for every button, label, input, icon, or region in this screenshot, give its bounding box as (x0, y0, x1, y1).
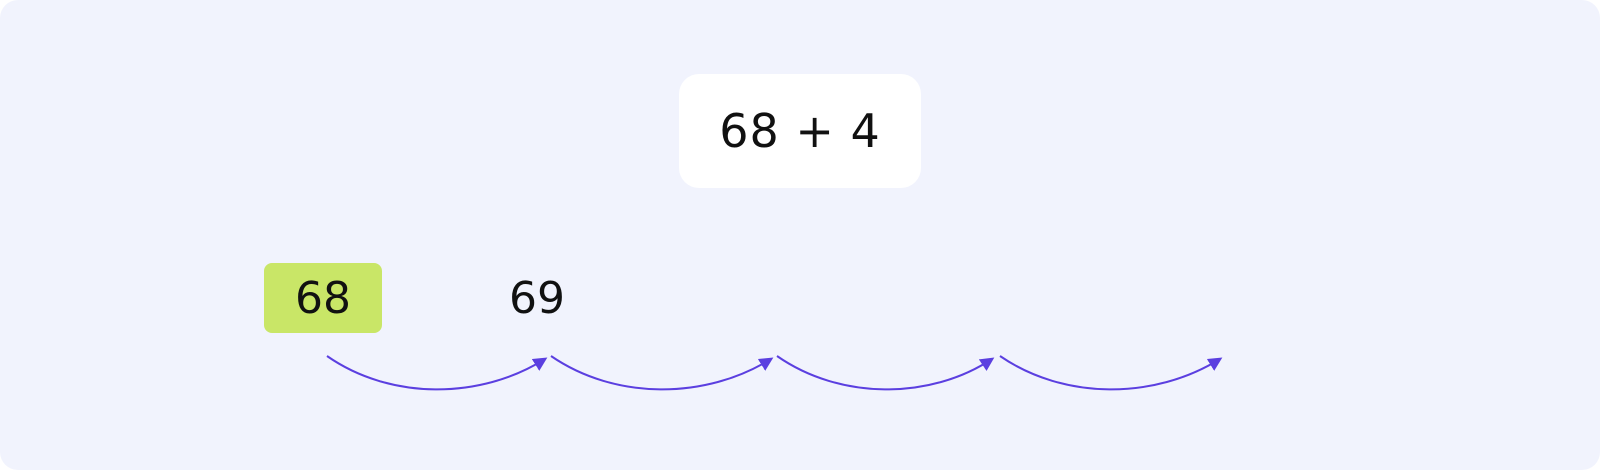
start-number-box: 68 (264, 263, 382, 333)
expression-card: 68 + 4 (679, 74, 921, 188)
jump-arrow-2 (550, 355, 774, 391)
start-number: 68 (295, 272, 351, 324)
jump-arrow-1 (326, 355, 548, 391)
next-number: 69 (497, 263, 577, 333)
jump-arrow-4 (999, 355, 1223, 391)
expression-text: 68 + 4 (719, 104, 881, 158)
jump-arrow-3 (776, 355, 995, 391)
next-number-label: 69 (509, 272, 565, 324)
